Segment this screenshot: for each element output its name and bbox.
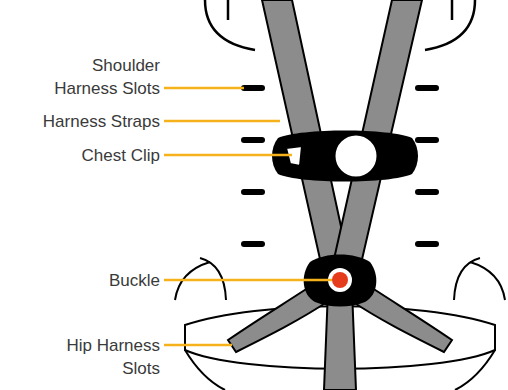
clip-label: Chest Clip	[82, 144, 160, 167]
chest-clip	[272, 131, 418, 182]
strap-label: Harness Straps	[43, 110, 160, 133]
headrest-outline	[205, 0, 475, 50]
hip-slot-label: Hip Harness Slots	[55, 334, 160, 380]
buckle-label: Buckle	[109, 269, 160, 292]
buckle-release	[332, 272, 348, 288]
chest-clip-button	[334, 134, 378, 178]
slot-label: Shoulder Harness Slots	[35, 54, 160, 100]
leader-lines	[164, 88, 332, 345]
